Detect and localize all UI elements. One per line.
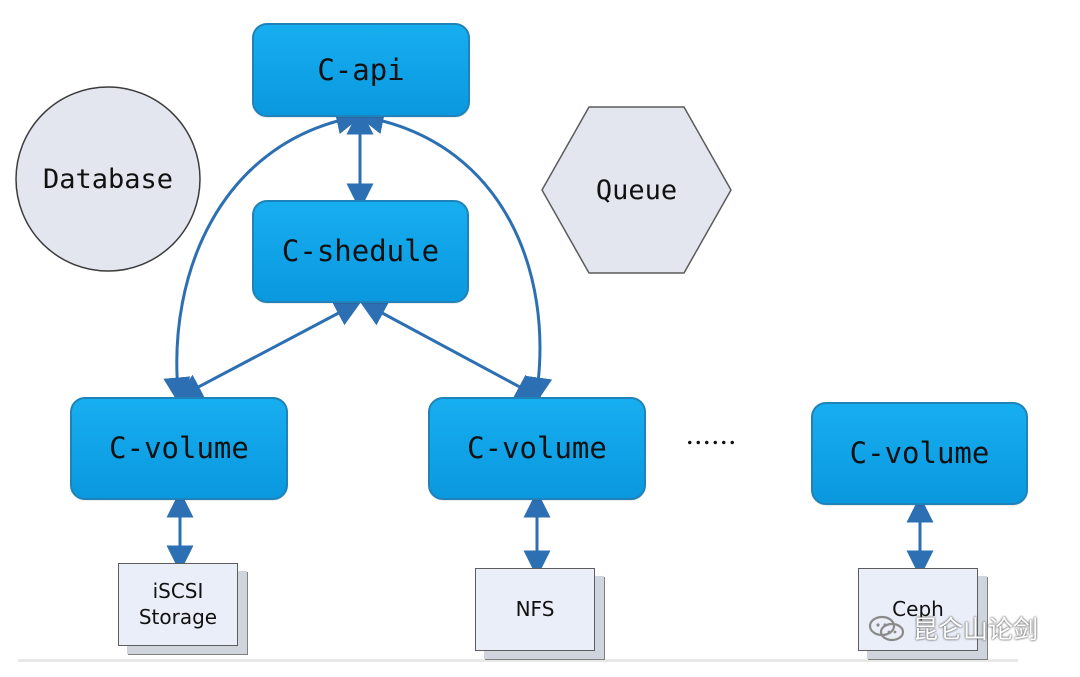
database-label: Database bbox=[42, 163, 174, 195]
ceph-storage-box: Ceph bbox=[858, 568, 978, 651]
nfs-storage-label: NFS bbox=[515, 596, 555, 621]
watermark-text: 昆仑山论剑 bbox=[913, 614, 1039, 644]
ceph-storage-label: Ceph bbox=[892, 596, 944, 621]
c-volume-left-label: C-volume bbox=[109, 431, 249, 465]
connector-c-shedule-to-middle-volume bbox=[359, 300, 543, 400]
connector-c-shedule-to-left-volume bbox=[175, 300, 362, 400]
c-shedule-label: C-shedule bbox=[281, 234, 440, 268]
chat-bubbles-icon bbox=[868, 615, 905, 642]
queue-shape bbox=[541, 106, 732, 274]
c-volume-left-node[interactable]: C-volume bbox=[70, 397, 288, 500]
iscsi-storage-box: iSCSI Storage bbox=[118, 563, 238, 646]
c-api-node[interactable]: C-api bbox=[252, 23, 470, 117]
database-shape bbox=[15, 86, 201, 272]
c-shedule-node[interactable]: C-shedule bbox=[252, 200, 469, 303]
c-volume-right-node[interactable]: C-volume bbox=[811, 402, 1028, 505]
c-api-label: C-api bbox=[317, 52, 405, 87]
iscsi-storage-label: iSCSI Storage bbox=[138, 578, 218, 629]
database-node: Database bbox=[16, 87, 200, 271]
c-volume-middle-node[interactable]: C-volume bbox=[428, 397, 646, 500]
c-volume-middle-label: C-volume bbox=[467, 431, 607, 465]
queue-label: Queue bbox=[595, 174, 678, 206]
nfs-storage-box: NFS bbox=[475, 568, 595, 651]
ellipsis: ...... bbox=[686, 418, 737, 451]
bottom-divider bbox=[18, 659, 1018, 662]
c-volume-right-label: C-volume bbox=[849, 436, 990, 470]
watermark: 昆仑山论剑 bbox=[867, 614, 1038, 644]
queue-node: Queue bbox=[542, 107, 731, 273]
